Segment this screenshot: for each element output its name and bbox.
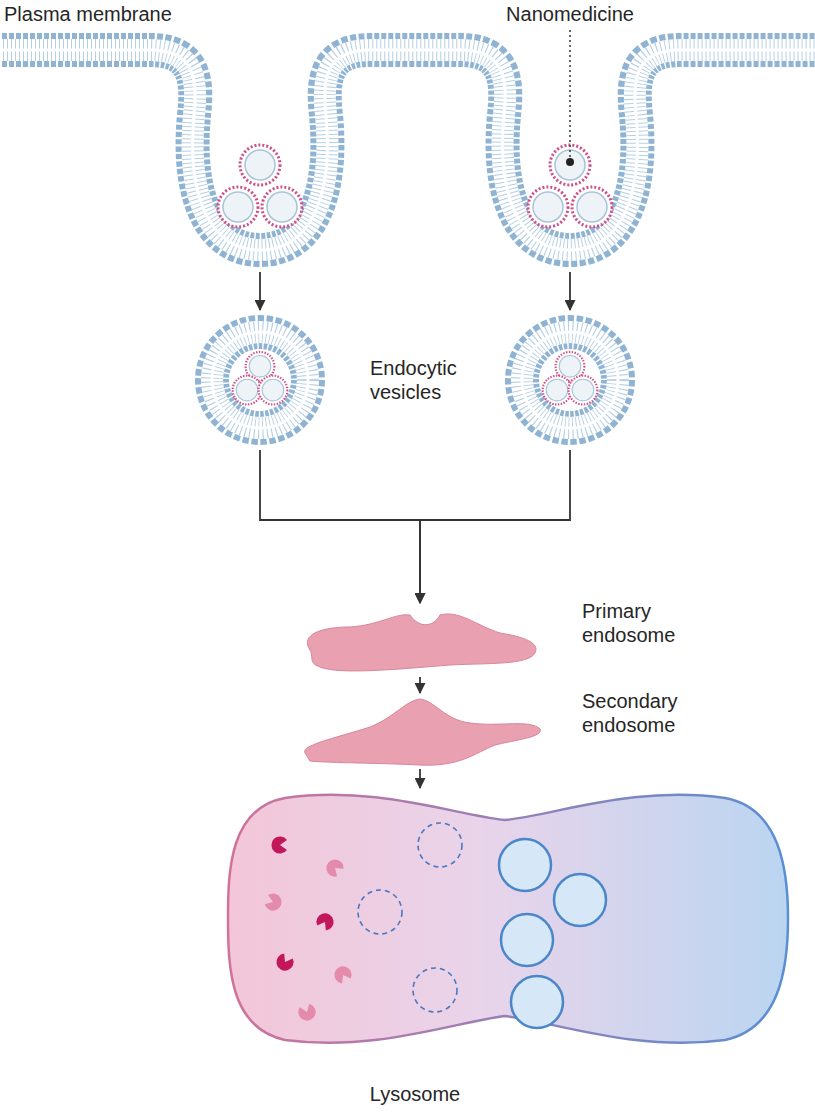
flow-arrow [419, 769, 421, 788]
nanoparticles [499, 839, 606, 1028]
lysosome-outline [225, 790, 795, 1115]
endosome-blob: Primary endosome [300, 605, 720, 675]
lysosome: Lysosome [225, 790, 795, 1115]
endosome-blob: Secondary endosome [300, 695, 720, 767]
flow-arrow [259, 272, 261, 310]
node-label: Lysosome [370, 1082, 460, 1106]
flow-arrow [260, 450, 420, 603]
plasma-membrane: Plasma membrane [0, 0, 815, 270]
vesicle-group: Endocytic vesicles [200, 312, 640, 448]
lysosome-membrane [228, 795, 788, 1043]
node-label: Plasma membrane [4, 2, 172, 26]
lipid-bilayer [0, 50, 815, 250]
vesicle-left [212, 332, 308, 428]
flow-arrow [569, 272, 571, 310]
nanoparticles [218, 145, 612, 227]
callout-label: Nanomedicine [506, 2, 634, 26]
node-label: Endocytic vesicles [370, 356, 457, 404]
flow-arrow [419, 677, 421, 693]
leader-line [569, 30, 571, 158]
enzymes [263, 836, 353, 1023]
degrading-particles [358, 823, 462, 1012]
flow-arrow [420, 450, 570, 603]
drug-dot [566, 158, 574, 166]
node-label: Secondary endosome [582, 689, 678, 737]
vesicle-right [522, 332, 618, 428]
endosome-outline [307, 614, 536, 671]
node-label: Primary endosome [582, 599, 675, 647]
endosome-outline [305, 699, 541, 765]
